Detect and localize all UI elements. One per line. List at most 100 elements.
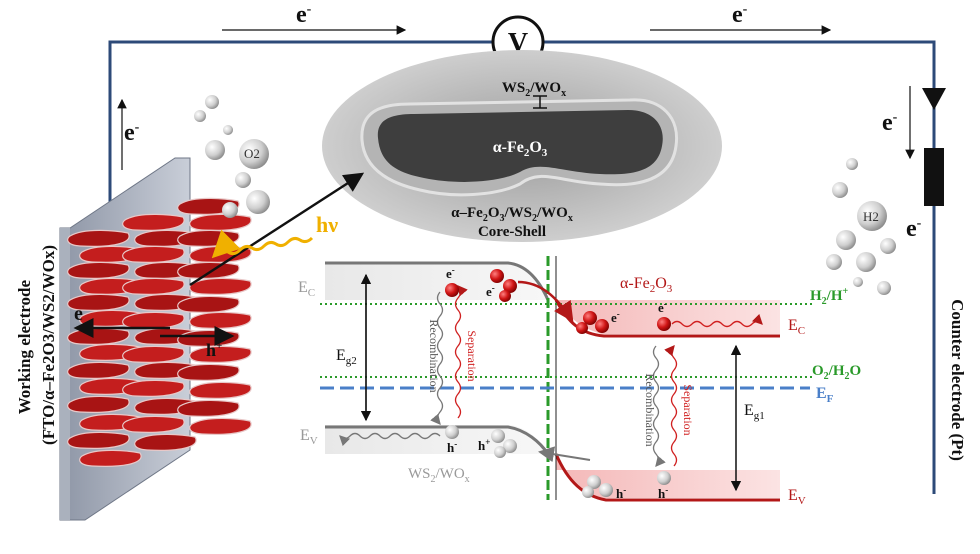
electrode-electron-label: e <box>74 303 83 325</box>
o2-level-label: O2/H2O <box>812 363 861 382</box>
hole-interface-3 <box>494 446 506 458</box>
svg-text:e-: e- <box>611 309 620 325</box>
nanorod <box>122 277 185 295</box>
nanorod <box>122 415 185 433</box>
svg-text:e-: e- <box>486 283 495 299</box>
band-diagram: H2/H+ O2/H2O EF EC EV Eg2 WS2/WOx α-Fe2O… <box>298 256 861 507</box>
electron-ws2-cb <box>445 283 459 297</box>
h2-label: H2 <box>863 209 879 224</box>
electron-transfer-arrow <box>517 280 574 323</box>
nanorod <box>177 229 240 247</box>
nanorod <box>67 229 130 247</box>
electron-interface-1 <box>490 269 504 283</box>
o2-label: O2 <box>244 146 260 161</box>
electron-interface-3 <box>499 290 511 302</box>
electron-label-top-left: e- <box>296 2 312 28</box>
electron-label-right-lower: e- <box>906 216 922 242</box>
working-electrode-label: Working electrode (FTO/α–Fe2O3/WS2/WOx) <box>15 245 58 445</box>
nanorod <box>189 417 252 435</box>
left-separation-wave <box>454 285 468 419</box>
fe2o3-material-label: α-Fe2O3 <box>620 275 673 295</box>
fe2o3-cb-wave <box>671 313 763 328</box>
tem-core <box>377 110 663 182</box>
nanorod <box>189 213 252 231</box>
eg2-label: Eg2 <box>336 347 357 367</box>
zoom-arrow <box>189 172 365 287</box>
nanorod <box>189 381 252 399</box>
nanorod <box>67 395 130 413</box>
counter-electrode-label: Counter electrode (Pt) <box>948 299 967 461</box>
nanorod <box>67 361 130 379</box>
left-recombination-wave <box>430 291 444 425</box>
nanorod <box>122 379 185 397</box>
h2-bubbles: H2 <box>826 158 896 295</box>
svg-text:h-: h- <box>658 485 668 501</box>
nanorod <box>67 261 130 279</box>
ws2-cb-edge <box>325 261 550 301</box>
svg-text:h-: h- <box>616 485 626 501</box>
right-separation-wave <box>664 345 678 467</box>
hole-interface-2 <box>503 439 517 453</box>
electron-fe2o3-1 <box>583 311 597 325</box>
ws2-ec-label: EC <box>298 279 315 299</box>
nanorod <box>79 449 142 467</box>
diode-icon <box>922 88 946 110</box>
photon-wave <box>211 229 314 259</box>
circuit-wire-right <box>543 40 936 150</box>
ws2-ev-label: EV <box>300 427 318 447</box>
svg-text:h+: h+ <box>478 437 490 453</box>
fe2o3-ev-label: EV <box>788 487 806 507</box>
hole-interface-1 <box>491 429 505 443</box>
working-electrode-line1: Working electrode <box>15 280 34 415</box>
nanorod <box>177 363 240 381</box>
fermi-level-label: EF <box>816 385 834 405</box>
ws2-vb-wave <box>339 432 441 447</box>
nanorod <box>122 245 185 263</box>
tem-image: WS2/WOx α-Fe2O3 α–Fe2O3/WS2/WOx Core-She… <box>322 50 722 242</box>
svg-text:e-: e- <box>446 265 455 281</box>
working-electrode-line2: (FTO/α–Fe2O3/WS2/WOx) <box>39 245 58 445</box>
hole-fe2o3-vb <box>657 471 671 485</box>
circuit-wire <box>108 40 493 228</box>
electrode-plate-face <box>60 228 70 520</box>
nanorod <box>177 261 240 279</box>
nanorod <box>189 345 252 363</box>
tem-core-label: α-Fe2O3 <box>493 139 548 159</box>
electron-fe2o3-3 <box>576 322 588 334</box>
hole-fe2o3-1 <box>587 475 601 489</box>
nanorod <box>122 345 185 363</box>
tem-caption-line2: Core-Shell <box>478 224 546 240</box>
right-recombination-label: Recombination <box>643 373 657 446</box>
h2-level-label: H2/H+ <box>810 286 849 307</box>
hematite-nanorods <box>67 197 252 467</box>
nanorod <box>177 399 240 417</box>
tem-caption-line1: α–Fe2O3/WS2/WOx <box>451 205 573 224</box>
eg1-label: Eg1 <box>744 402 765 422</box>
hole-transfer-arrow <box>538 446 591 463</box>
right-recombination-wave <box>652 345 666 467</box>
right-separation-label: Separation <box>681 384 695 435</box>
hole-fe2o3-2 <box>599 483 613 497</box>
photon-label: hν <box>316 212 338 237</box>
ws2-material-label: WS2/WOx <box>408 466 470 485</box>
svg-text:e-: e- <box>658 299 667 315</box>
electron-label-left: e- <box>124 120 140 146</box>
electron-fe2o3-2 <box>595 319 609 333</box>
nanorod <box>122 213 185 231</box>
nanorod <box>134 433 197 451</box>
nanorod <box>67 431 130 449</box>
electron-label-top-right: e- <box>732 2 748 28</box>
nanorod <box>67 327 130 345</box>
left-separation-label: Separation <box>465 330 479 381</box>
nanorod <box>67 293 130 311</box>
o2-bubbles: O2 <box>194 95 270 218</box>
nanorod <box>122 311 185 329</box>
hole-ws2-vb <box>445 425 459 439</box>
svg-text:h-: h- <box>447 439 457 455</box>
working-electrode: e h+ <box>59 157 252 521</box>
resistor-icon <box>924 148 944 206</box>
electron-fe2o3-cb <box>657 317 671 331</box>
electron-interface-2 <box>503 279 517 293</box>
nanorod <box>189 277 252 295</box>
